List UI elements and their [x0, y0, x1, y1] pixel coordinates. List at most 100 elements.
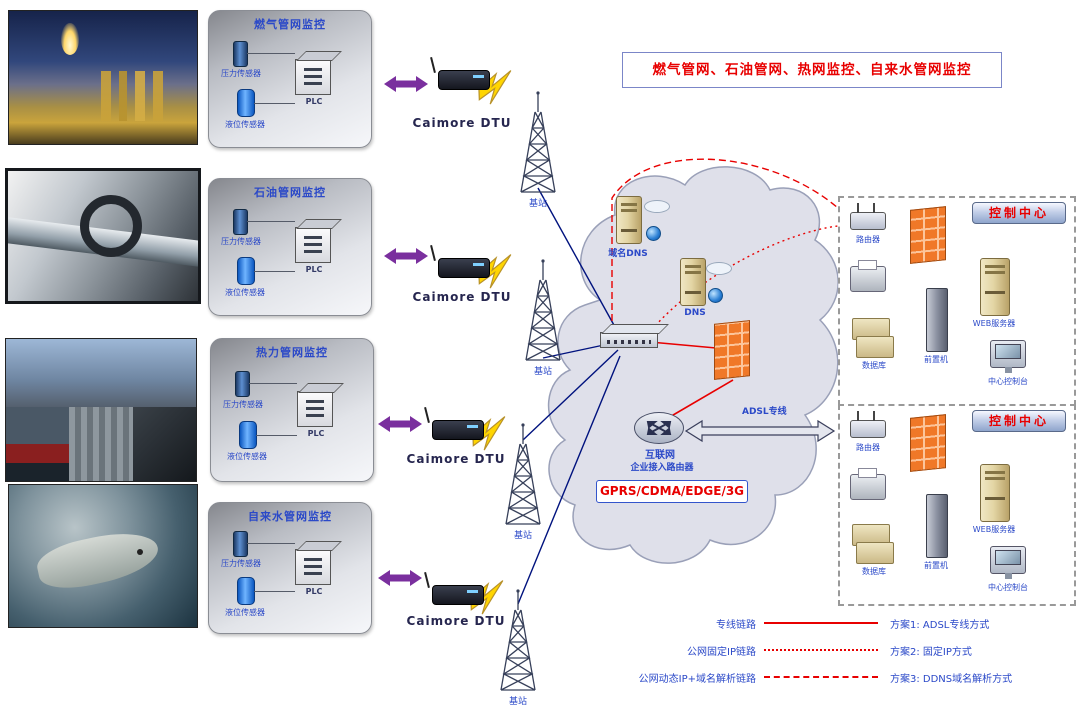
- legend-line-dashed: [764, 676, 878, 678]
- wire: [247, 543, 295, 544]
- internet-label: 互联网: [645, 450, 675, 461]
- legend-label-line2: 公网固定IP链路: [687, 647, 756, 658]
- router-icon: [850, 203, 886, 230]
- station-heat: 热力管网监控 压力传感器 PLC 液位传感器: [210, 338, 374, 482]
- pressure-sensor-label: 压力传感器: [223, 400, 263, 409]
- legend-label-line3: 公网动态IP+域名解析链路: [638, 674, 756, 685]
- tower-label-3: 基站: [513, 531, 532, 541]
- dtu-label-1: Caimore DTU: [412, 116, 512, 130]
- legend-plan1: 方案1: ADSL专线方式: [890, 620, 990, 631]
- frontend-server-icon: [926, 494, 948, 558]
- frontend-server-icon: [926, 288, 948, 352]
- dtu-label-3: Caimore DTU: [406, 452, 506, 466]
- dns-server-icon-2: [680, 258, 706, 306]
- station-title: 自来水管网监控: [248, 510, 332, 523]
- photo-collage-boat: [6, 407, 69, 481]
- cloud-puff-icon: [644, 200, 670, 213]
- dtu-label-2: Caimore DTU: [412, 290, 512, 304]
- firewall-icon: [910, 414, 946, 472]
- enterprise-router-label: 企业接入路由器: [630, 463, 694, 473]
- wire: [254, 103, 295, 104]
- legend-label-line1: 专线链路: [716, 620, 756, 631]
- plc-icon: [295, 59, 331, 95]
- plc-icon: [295, 227, 331, 263]
- dtu-device-2: [438, 258, 490, 278]
- link-arrow-1: [384, 76, 428, 92]
- wire: [247, 221, 295, 222]
- level-sensor-icon: [237, 577, 255, 605]
- database-label: 数据库: [862, 361, 886, 370]
- link-arrow-2: [384, 248, 428, 264]
- level-sensor-label: 液位传感器: [225, 120, 265, 129]
- photo-collage-pipes: [68, 407, 134, 481]
- station-title: 热力管网监控: [256, 346, 328, 359]
- wire: [256, 435, 297, 436]
- adsl-arrow: [684, 419, 836, 443]
- control-center-title: 控制中心: [972, 202, 1066, 224]
- console-icon: [990, 340, 1026, 373]
- web-server-icon: [980, 258, 1010, 316]
- dns-server-icon-1: [616, 196, 642, 244]
- legend-plan2: 方案2: 固定IP方式: [890, 647, 972, 658]
- database-icon: [856, 336, 894, 358]
- frontend-server-label: 前置机: [924, 355, 948, 364]
- wire: [254, 591, 295, 592]
- frontend-server-label: 前置机: [924, 561, 948, 570]
- control-center-title: 控制中心: [972, 410, 1066, 432]
- router-icon: [850, 411, 886, 438]
- station-title: 燃气管网监控: [254, 18, 326, 31]
- level-sensor-label: 液位传感器: [227, 452, 267, 461]
- pressure-sensor-label: 压力传感器: [221, 237, 261, 246]
- dns-server-label-1: 域名DNS: [608, 249, 648, 259]
- plc-label: PLC: [305, 265, 323, 274]
- dtu-device-1: [438, 70, 490, 90]
- station-gas: 燃气管网监控 压力传感器 PLC 液位传感器: [208, 10, 372, 148]
- globe-icon: [646, 226, 661, 241]
- dtu-device-3: [432, 420, 484, 440]
- globe-icon: [708, 288, 723, 303]
- link-arrow-4: [378, 570, 422, 586]
- router-label: 路由器: [856, 443, 880, 452]
- photo-gas-plant: [8, 10, 198, 145]
- pressure-sensor-icon: [233, 209, 248, 235]
- cell-tower-3: [505, 422, 541, 525]
- tower-links: [517, 187, 621, 605]
- station-water: 自来水管网监控 压力传感器 PLC 液位传感器: [208, 502, 372, 634]
- red-links: [611, 158, 839, 419]
- switch-icon: [600, 332, 658, 348]
- tower-label-4: 基站: [508, 697, 527, 707]
- plc-icon: [295, 549, 331, 585]
- plc-label: PLC: [305, 97, 323, 106]
- level-sensor-icon: [237, 89, 255, 117]
- wire: [247, 53, 295, 54]
- photo-collage-sky: [6, 339, 196, 408]
- level-sensor-icon: [239, 421, 257, 449]
- photo-pipeline-valve: [5, 168, 201, 304]
- dtu-device-4: [432, 585, 484, 605]
- tower-label-1: 基站: [528, 199, 547, 209]
- legend-plan3: 方案3: DDNS域名解析方式: [890, 674, 1013, 685]
- control-center-2: 控制中心 路由器 数据库 前置机 WEB服务器 中心控制台: [838, 404, 1076, 606]
- router-arrows-icon: [646, 421, 672, 435]
- pressure-sensor-icon: [233, 41, 248, 67]
- cloud-puff-icon: [706, 262, 732, 275]
- photo-collage-dark: [133, 407, 196, 481]
- legend-line-solid: [764, 622, 878, 624]
- wire: [254, 271, 295, 272]
- web-server-label: WEB服务器: [972, 319, 1016, 328]
- link-arrow-3: [378, 416, 422, 432]
- cell-tower-2: [525, 258, 561, 361]
- level-sensor-label: 液位传感器: [225, 608, 265, 617]
- printer-icon: [850, 468, 886, 500]
- diagram-title: 燃气管网、石油管网、热网监控、自来水管网监控: [622, 52, 1002, 88]
- database-label: 数据库: [862, 567, 886, 576]
- pressure-sensor-icon: [233, 531, 248, 557]
- pressure-sensor-label: 压力传感器: [221, 559, 261, 568]
- photo-industry-collage: [5, 338, 197, 482]
- dtu-label-4: Caimore DTU: [406, 614, 506, 628]
- dns-server-label-2: DNS: [684, 308, 706, 318]
- tower-label-2: 基站: [533, 367, 552, 377]
- station-title: 石油管网监控: [254, 186, 326, 199]
- internet-cloud: [548, 166, 839, 564]
